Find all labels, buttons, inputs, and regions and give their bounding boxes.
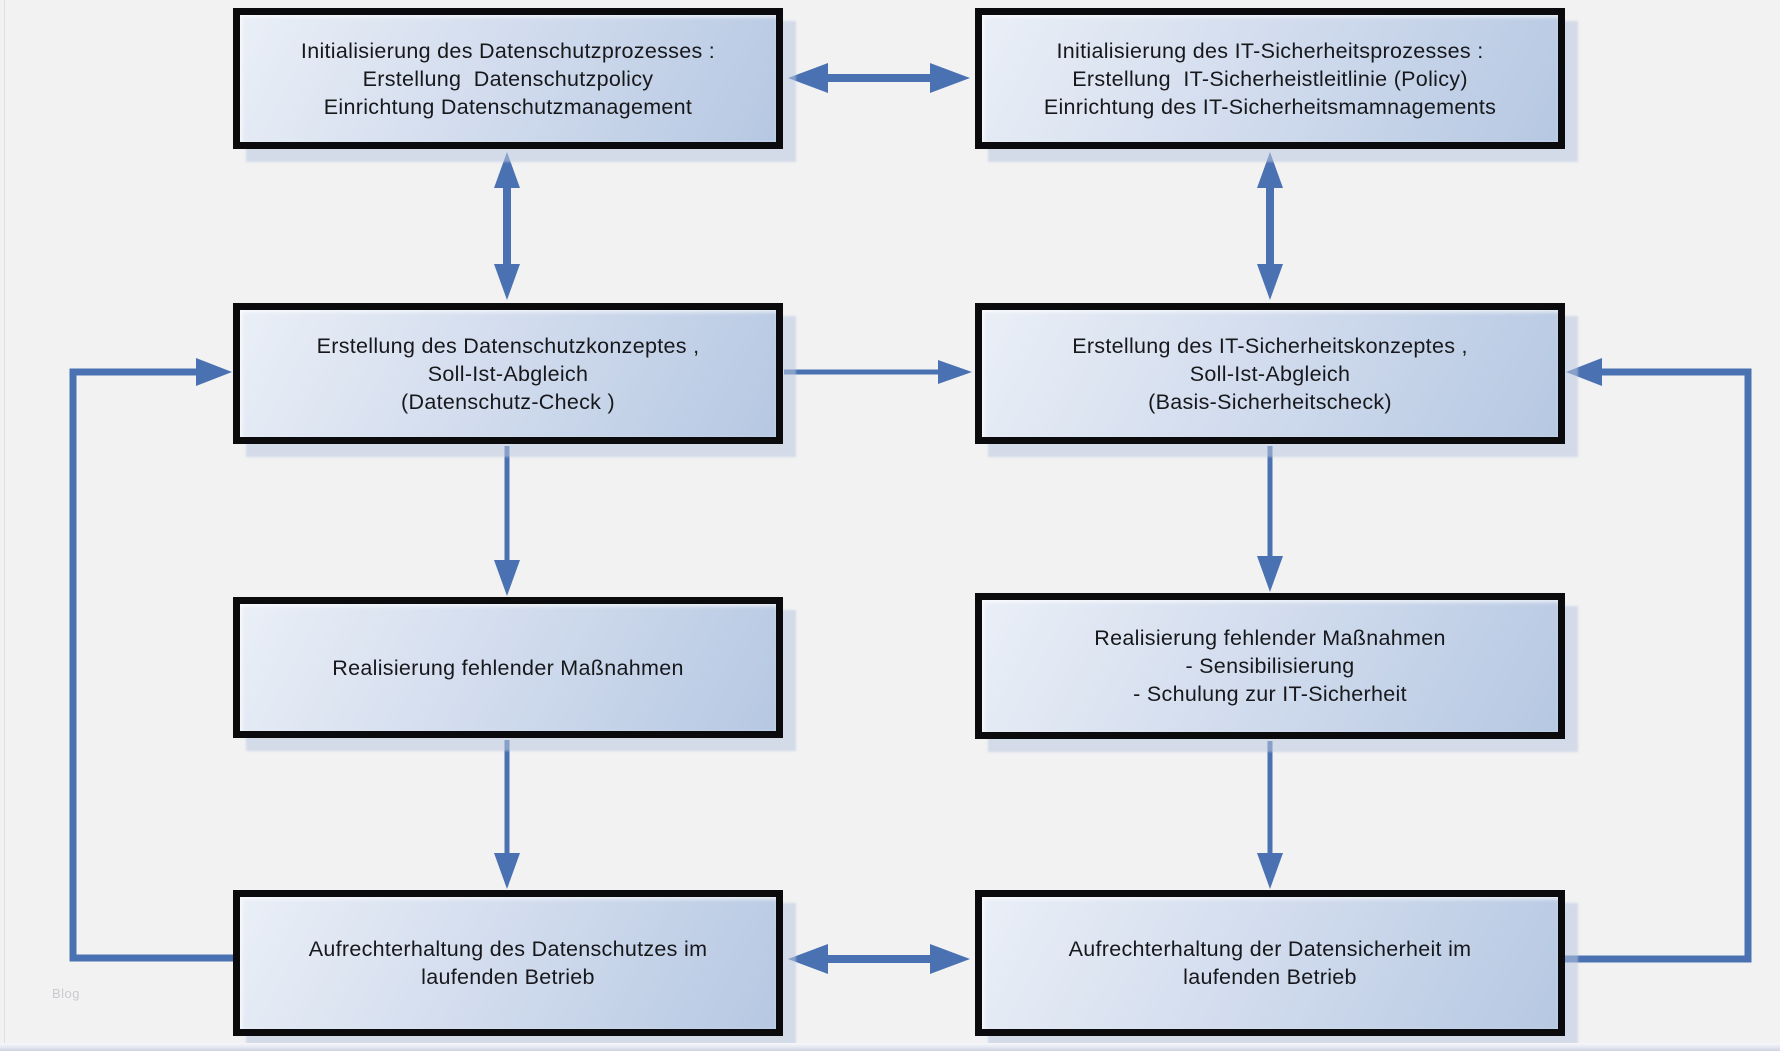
arrow-feedback-left <box>69 358 233 962</box>
arrow-row2-row3-right <box>1257 446 1283 592</box>
box-init-datenschutz: Initialisierung des Datenschutzprozesses… <box>233 8 783 149</box>
arrow-row2-left-to-right <box>784 360 972 384</box>
box-text-line: Erstellung des IT-Sicherheitskonzeptes , <box>1072 333 1468 358</box>
box-text-line: Initialisierung des Datenschutzprozesses… <box>300 38 716 63</box>
box-init-it-sicherheit: Initialisierung des IT-Sicherheitsprozes… <box>975 8 1565 149</box>
box-text-line: Einrichtung des IT-Sicherheitsmamnagemen… <box>1043 94 1497 119</box>
box-text-line: (Datenschutz-Check ) <box>401 389 615 414</box>
box-aufrechterhaltung-datensicherheit: Aufrechterhaltung der Datensicherheit im… <box>975 890 1565 1036</box>
arrow-row2-row3-left <box>494 446 520 596</box>
box-text-line: Realisierung fehlender Maßnahmen <box>332 655 684 680</box>
box-text-line: laufenden Betrieb <box>1183 965 1357 989</box>
box-text-line: Erstellung Datenschutzpolicy <box>362 66 654 91</box>
box-text-line: - Schulung zur IT-Sicherheit <box>1133 682 1407 706</box>
arrow-row1-row2-right <box>1257 152 1283 300</box>
arrow-bottom-sync <box>788 944 970 974</box>
box-text-line: Soll-Ist-Abgleich <box>427 361 589 386</box>
box-datenschutzkonzept: Erstellung des Datenschutzkonzeptes , So… <box>233 303 783 444</box>
box-text-line: Initialisierung des IT-Sicherheitsprozes… <box>1056 38 1484 63</box>
page-bottom-edge <box>0 1043 1780 1051</box>
page-edge-line <box>4 0 5 1051</box>
box-text-line: Erstellung des Datenschutzkonzeptes , <box>316 333 700 358</box>
box-text-line: Aufrechterhaltung der Datensicherheit im <box>1068 937 1472 961</box>
box-realisierung-it: Realisierung fehlender Maßnahmen - Sensi… <box>975 593 1565 739</box>
box-text-line: Einrichtung Datenschutzmanagement <box>323 94 693 119</box>
box-text-line: - Sensibilisierung <box>1185 654 1355 678</box>
arrow-row3-row4-left <box>494 740 520 889</box>
box-text-line: Soll-Ist-Abgleich <box>1189 361 1351 386</box>
arrow-row3-row4-right <box>1257 741 1283 889</box>
box-realisierung-datenschutz: Realisierung fehlender Maßnahmen <box>233 597 783 738</box>
blog-watermark: Blog <box>52 986 81 1001</box>
arrow-top-sync <box>788 63 970 93</box>
box-it-sicherheitskonzept: Erstellung des IT-Sicherheitskonzeptes ,… <box>975 303 1565 444</box>
box-text-line: Realisierung fehlender Maßnahmen <box>1094 626 1446 650</box>
box-text-line: laufenden Betrieb <box>421 965 595 989</box>
arrow-feedback-right <box>1565 358 1752 963</box>
box-aufrechterhaltung-datenschutz: Aufrechterhaltung des Datenschutzes im l… <box>233 890 783 1036</box>
box-text-line: Aufrechterhaltung des Datenschutzes im <box>308 937 708 961</box>
arrow-row1-row2-left <box>494 152 520 300</box>
box-text-line: Erstellung IT-Sicherheistleitlinie (Poli… <box>1072 66 1468 91</box>
box-text-line: (Basis-Sicherheitscheck) <box>1148 389 1392 414</box>
